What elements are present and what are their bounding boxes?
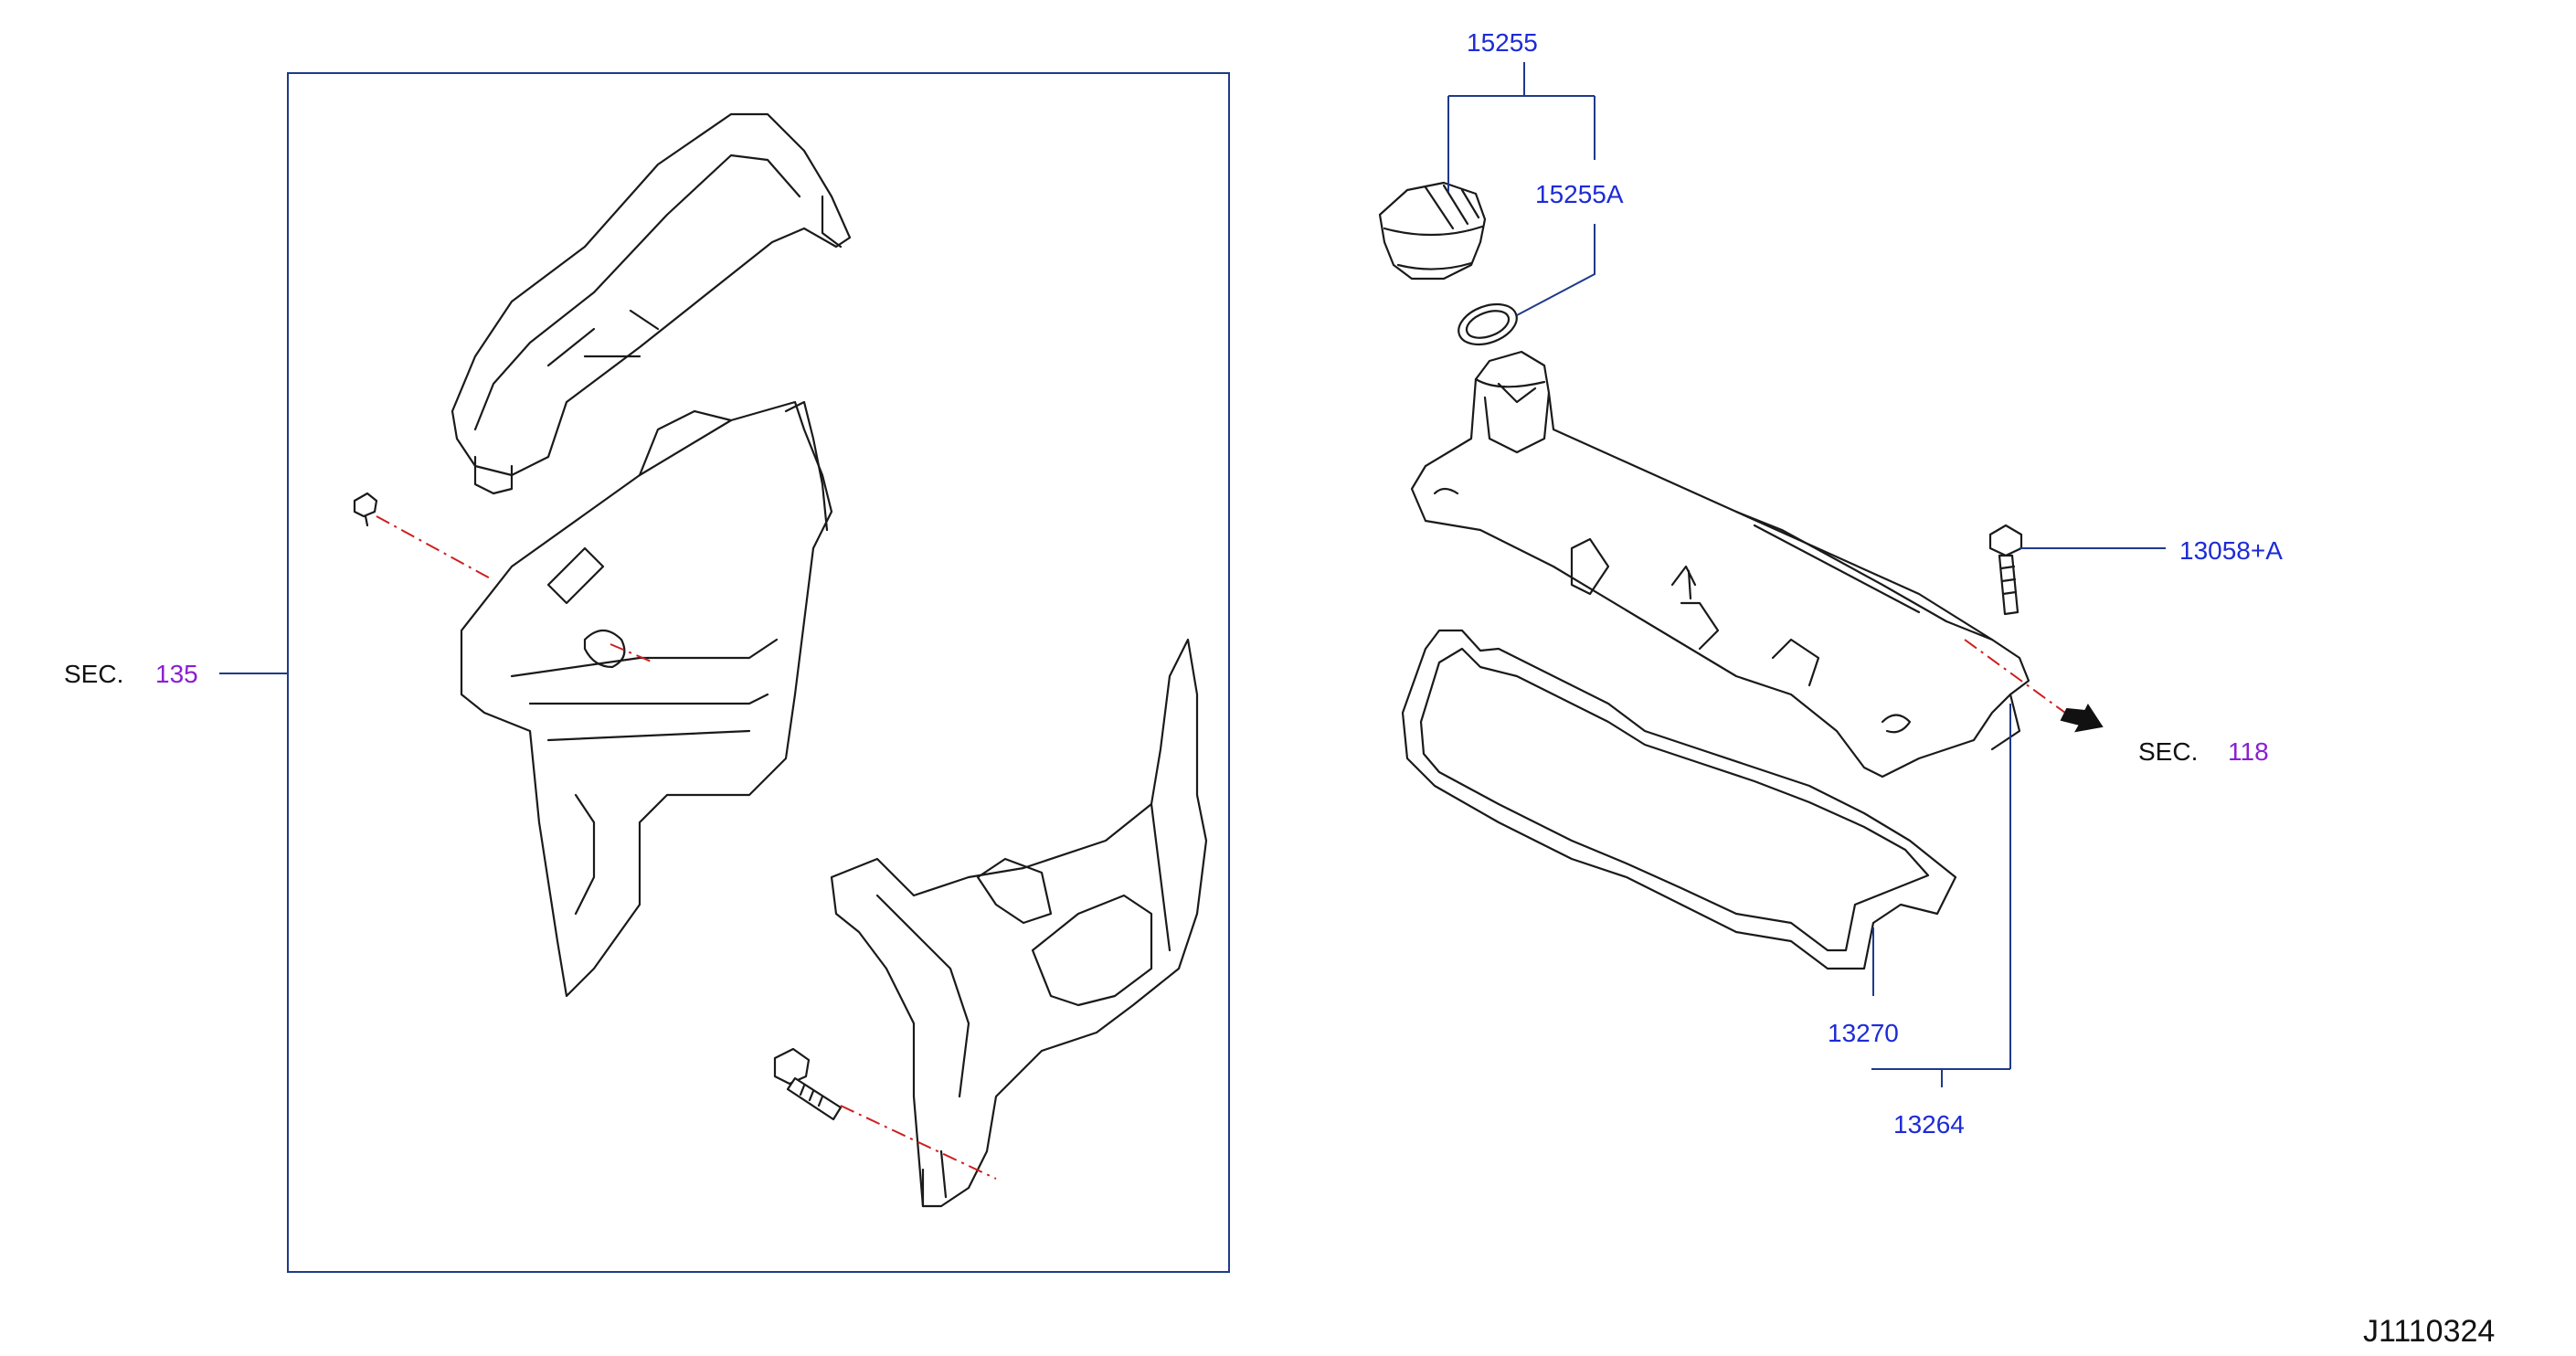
- diagram-code: J1110324: [2363, 1314, 2495, 1349]
- sec-118-arrow: [2060, 703, 2104, 733]
- middle-timing-cover[interactable]: [460, 400, 833, 998]
- part-number-13264[interactable]: 13264: [1893, 1110, 1965, 1139]
- sec-135-prefix: SEC.: [64, 660, 123, 688]
- clip-left[interactable]: [353, 492, 378, 527]
- bolt-lower[interactable]: [773, 1047, 843, 1121]
- center-line-bolt-lower: [840, 1105, 997, 1180]
- part-number-13058A[interactable]: 13058+A: [2179, 536, 2283, 565]
- center-line-sec-118: [1964, 639, 2066, 714]
- leader-13264: [1871, 704, 2011, 1087]
- oil-filler-cap[interactable]: [1378, 181, 1487, 281]
- sec-118-number[interactable]: 118: [2228, 737, 2269, 766]
- part-number-13270[interactable]: 13270: [1828, 1019, 1899, 1047]
- center-line-clip: [376, 515, 494, 581]
- bolt-rocker-cover[interactable]: [1988, 524, 2023, 616]
- rocker-cover[interactable]: [1410, 350, 2030, 779]
- rocker-cover-gasket[interactable]: [1401, 629, 1957, 970]
- part-number-15255A[interactable]: 15255A: [1535, 180, 1624, 208]
- leader-15255: [1447, 62, 1595, 192]
- lower-timing-cover[interactable]: [830, 638, 1208, 1208]
- upper-timing-cover[interactable]: [451, 112, 852, 495]
- leader-15255A: [1516, 224, 1595, 316]
- sec-135-number[interactable]: 135: [155, 660, 198, 688]
- o-ring-seal[interactable]: [1453, 297, 1522, 352]
- center-line-middle-cover: [610, 643, 654, 663]
- part-number-15255[interactable]: 15255: [1467, 28, 1538, 57]
- sec-118-prefix: SEC.: [2138, 737, 2198, 766]
